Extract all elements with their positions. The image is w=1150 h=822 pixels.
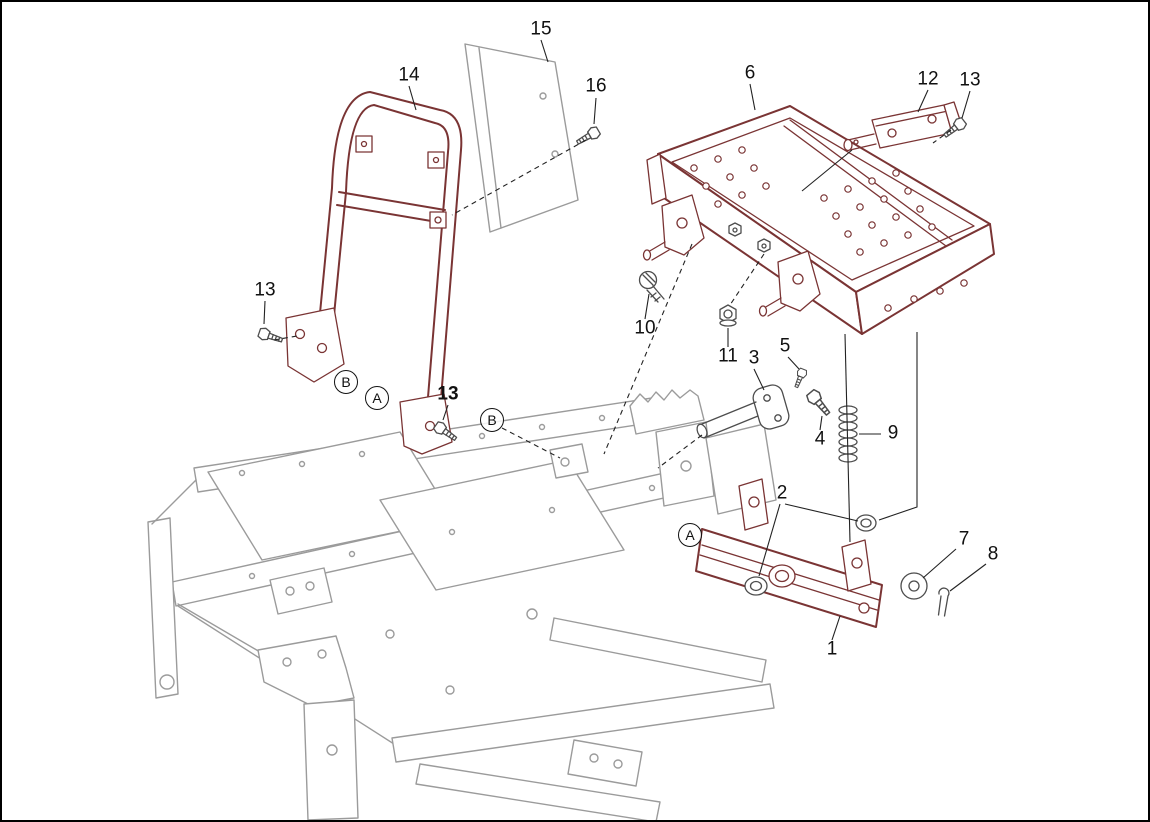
nut-11 [719,304,737,327]
chassis-frame [147,389,777,820]
bracket-12 [843,101,963,152]
washer-7 [900,572,928,600]
bolt-5 [791,366,809,390]
clevis-pin-3 [696,384,790,439]
platform-fasteners [728,222,771,253]
cotter-pin-8 [937,587,950,617]
bolt-4 [804,387,835,419]
bushing-2b [744,576,768,596]
bushing-2a [855,514,877,532]
knob-10 [638,270,665,303]
pivot-bracket-1 [695,478,883,628]
platform-assembly-6 [642,105,995,335]
bolt-13-left [256,326,285,347]
mounting-plate-15 [464,43,579,233]
leader-lines [263,39,987,641]
roll-bar-14 [285,91,463,455]
hardware-parts [256,115,969,617]
bolt-16 [573,124,602,149]
